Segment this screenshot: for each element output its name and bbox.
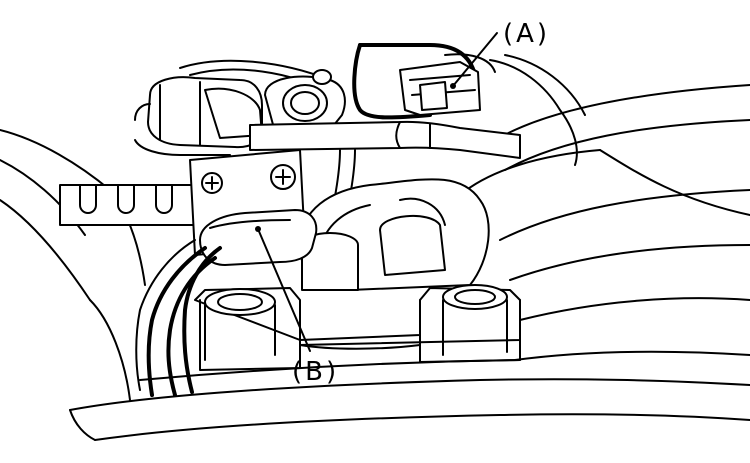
intake-block	[194, 284, 521, 371]
harness-b	[135, 209, 318, 397]
callout-b-pointer-dot	[255, 226, 261, 232]
callout-label-a: (A)	[503, 19, 550, 49]
callout-label-b: (B)	[292, 357, 339, 387]
callout-leaders	[255, 32, 498, 352]
connector-a-housing	[352, 43, 586, 166]
left-panel-outline	[0, 129, 146, 401]
elbow-pipe	[299, 178, 490, 291]
right-housing-outline	[459, 84, 750, 361]
bolt-left	[201, 172, 223, 194]
sensor-connector-assembly	[134, 59, 346, 156]
callout-a-pointer-dot	[450, 83, 456, 89]
bolt-right	[270, 164, 296, 190]
